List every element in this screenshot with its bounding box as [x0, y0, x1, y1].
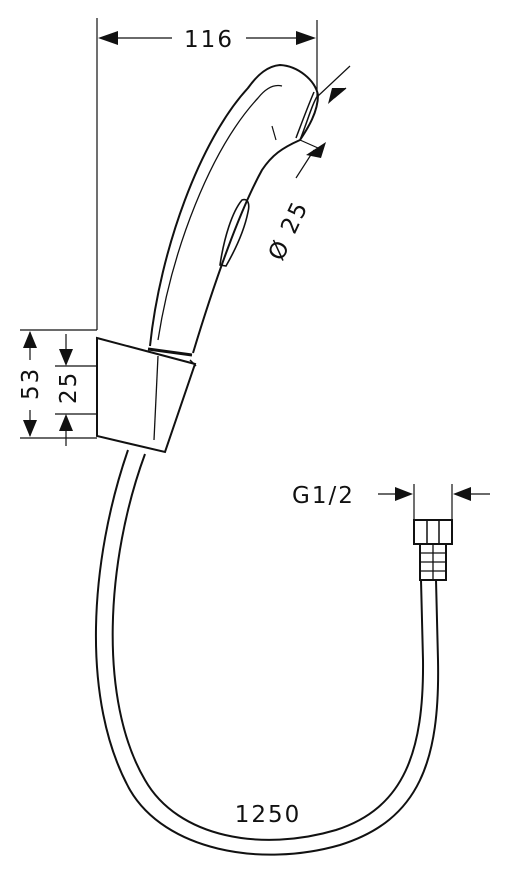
diameter-leader-lower — [299, 139, 319, 149]
dimension-label-diameter: Ø 25 — [264, 197, 314, 265]
arrow-left-icon — [453, 487, 471, 501]
holder-lip — [189, 359, 197, 367]
arrow-right-icon — [395, 487, 413, 501]
connector-nut — [413, 519, 453, 581]
holder-edge — [153, 355, 159, 441]
trigger — [219, 198, 250, 267]
dimension-width-116: 116 — [96, 18, 318, 330]
dimension-head-diameter: Ø 25 — [264, 65, 351, 265]
dimension-label-g12: G1/2 — [292, 483, 355, 509]
wall-holder — [96, 336, 197, 454]
holder-outline — [96, 336, 197, 454]
spray-head-rim — [295, 91, 319, 141]
arrow-up-icon — [59, 414, 73, 431]
nut-hex — [413, 519, 453, 545]
dimension-label-53: 53 — [18, 367, 44, 400]
dimension-holder-height: 53 25 — [18, 329, 97, 446]
handle-mark — [271, 125, 277, 141]
arrow-right-icon — [296, 31, 316, 45]
spray-handle — [147, 63, 320, 357]
hose-outer — [94, 449, 440, 856]
diameter-dim-upper — [333, 87, 347, 99]
diameter-dim-lower — [295, 149, 315, 179]
hose — [94, 449, 440, 856]
hose-inner — [111, 453, 425, 841]
dimension-label-116: 116 — [184, 27, 234, 53]
dimension-label-25: 25 — [56, 371, 82, 404]
arrow-down-icon — [59, 349, 73, 366]
handle-contour — [157, 84, 283, 341]
arrow-left-icon — [98, 31, 118, 45]
arrow-down-icon — [23, 420, 37, 437]
arrow-up-icon — [23, 331, 37, 348]
diameter-leader-upper — [317, 65, 351, 97]
handle-collar — [147, 347, 193, 357]
dimension-label-1250: 1250 — [235, 802, 302, 828]
dimension-thread: G1/2 — [292, 483, 490, 520]
